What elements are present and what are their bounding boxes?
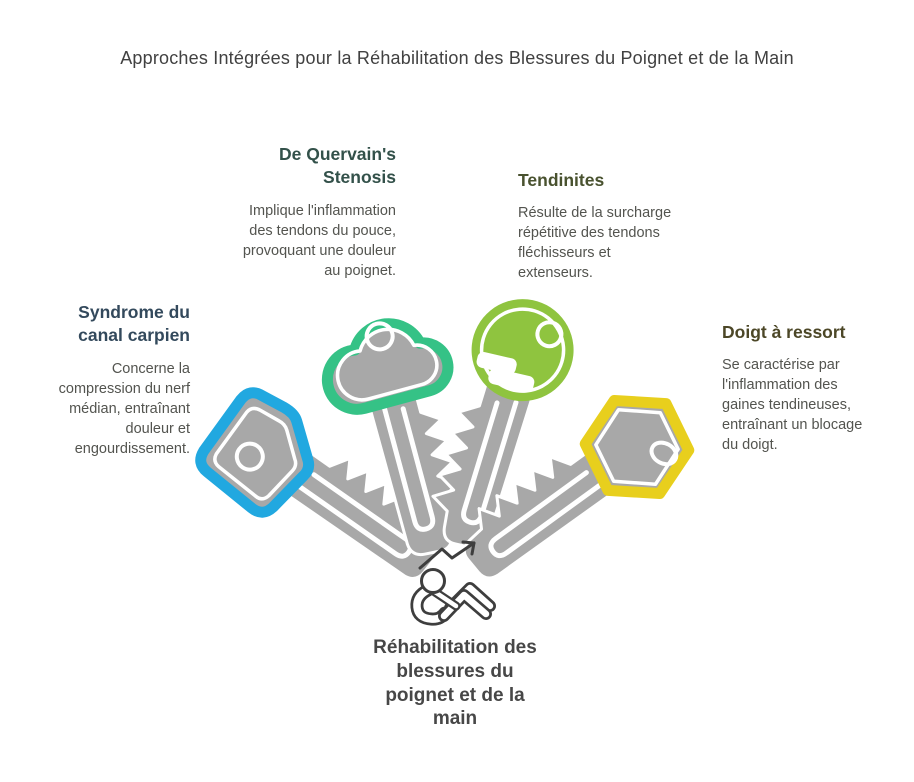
dequervain-key-icon [321,318,466,557]
section-de-quervain: De Quervain's Stenosis Implique l'inflam… [196,143,396,281]
key-hole [234,441,265,472]
situp-progress-icon [410,540,496,626]
section-tendinites: Tendinites Résulte de la surcharge répét… [518,169,728,283]
key-head-hexagon [579,394,695,500]
key-head-round [471,299,574,402]
tendinites-key-icon [431,299,574,550]
page-title: Approches Intégrées pour la Réhabilitati… [120,48,794,68]
key-hole [535,320,564,349]
growth-arrow-icon [418,540,476,570]
key-hole [364,321,395,352]
key-head-rounded-square [195,387,315,518]
key-hole [649,440,679,467]
key-shaft [366,385,466,557]
section-heading-de-quervain: De Quervain's Stenosis [279,144,396,188]
section-body-tendinites: Résulte de la surcharge répétitive des t… [518,205,672,282]
section-carpal-tunnel: Syndrome du canal carpien Concerne la co… [10,301,190,459]
center-label: Réhabilitation des blessures du poignet … [373,637,537,730]
ressort-key-icon [462,394,695,580]
section-body-carpal-tunnel: Concerne la compression du nerf médian, … [58,360,190,457]
section-heading-tendinites: Tendinites [518,170,605,190]
section-body-de-quervain: Implique l'inflammation des tendons du p… [242,202,396,279]
section-heading-trigger-finger: Doigt à ressort [722,322,846,342]
carpal-key-icon [195,387,440,580]
situp-person-icon [410,568,496,626]
section-heading-carpal-tunnel: Syndrome du canal carpien [78,302,190,346]
section-body-trigger-finger: Se caractérise par l'inflammation des ga… [722,357,863,454]
key-head-clover [321,318,454,415]
section-trigger-finger: Doigt à ressort Se caractérise par l'inf… [722,321,912,455]
